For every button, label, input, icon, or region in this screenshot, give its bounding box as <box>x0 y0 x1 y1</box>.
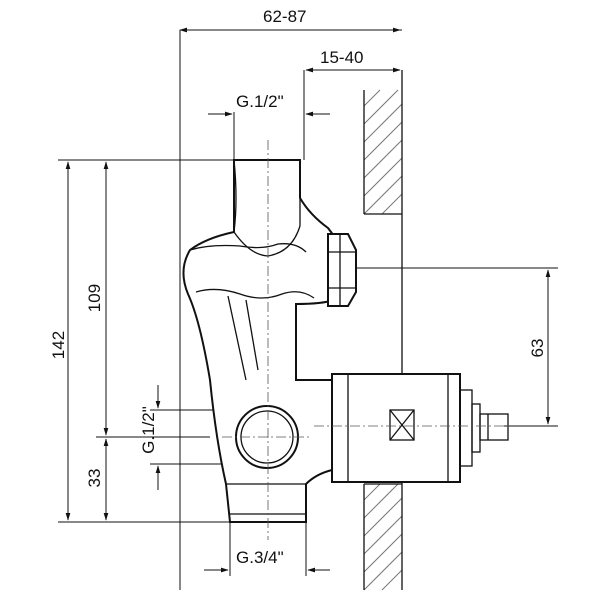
dimension-bottom-thread-label: G.3/4" <box>236 548 284 567</box>
dimension-top-thread-label: G.1/2" <box>236 92 284 111</box>
dimension-spindle-offset-label: 63 <box>528 339 547 358</box>
dimension-height-lower-label: 33 <box>85 469 104 488</box>
dimension-height-upper-label: 109 <box>85 284 104 312</box>
wall-hatch <box>363 89 403 591</box>
dimension-height-lower: 33 <box>85 438 109 521</box>
dimension-height-total: 142 <box>49 159 236 523</box>
hex-nut <box>327 233 357 307</box>
wall-section <box>363 70 403 591</box>
dimension-wall-depth: 15-40 <box>303 48 401 160</box>
dimension-spindle-offset: 63 <box>356 267 558 427</box>
dimension-wall-depth-label: 15-40 <box>320 48 363 67</box>
dimension-side-thread-label: G.1/2" <box>139 406 158 454</box>
dimension-total-depth-label: 62-87 <box>263 7 306 26</box>
cartridge-body <box>331 373 509 483</box>
dimension-bottom-thread: G.3/4" <box>204 522 330 576</box>
cross-square-icon <box>389 409 415 441</box>
dimension-height-total-label: 142 <box>49 331 68 359</box>
dimension-height-upper: 109 <box>85 161 210 438</box>
dimension-total-depth: 62-87 <box>179 7 402 590</box>
center-lines <box>222 140 510 540</box>
dimension-top-thread: G.1/2" <box>208 92 330 160</box>
